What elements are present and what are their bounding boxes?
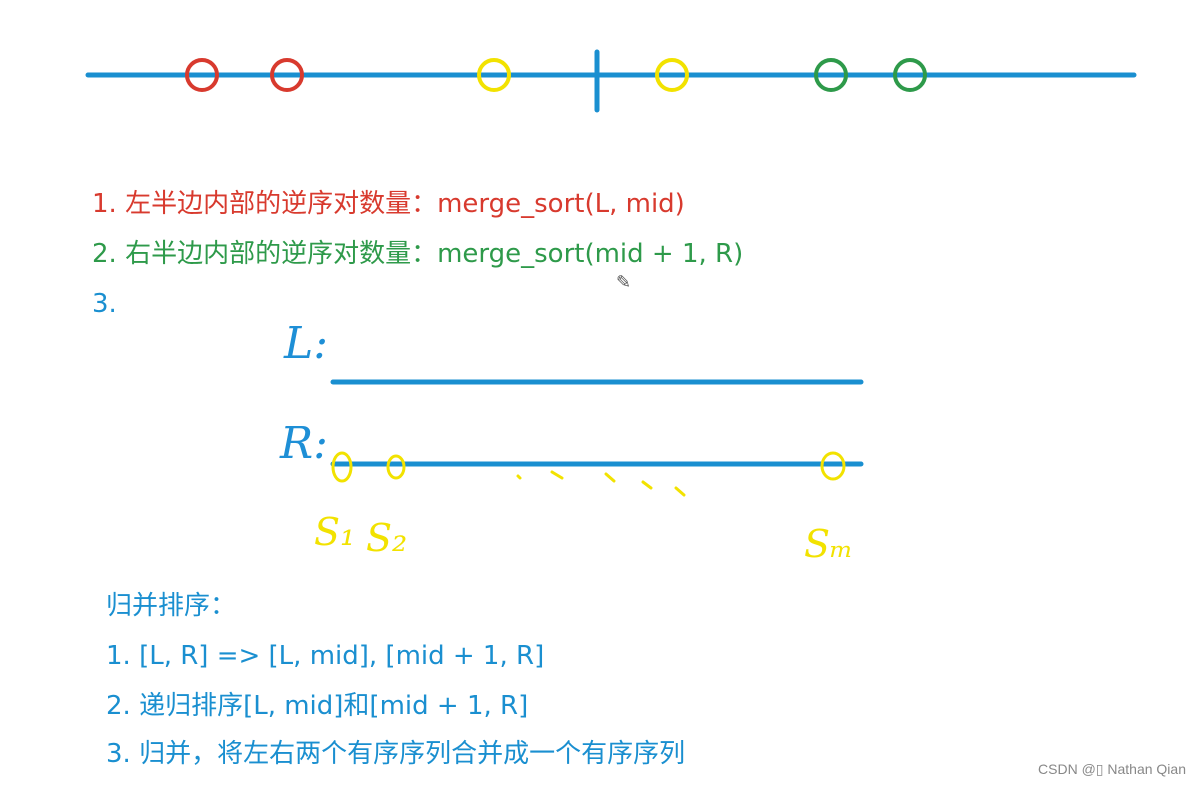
r-element-s1-circle bbox=[331, 451, 353, 483]
item-left-inversions: 1. 左半边内部的逆序对数量：merge_sort(L, mid) bbox=[92, 189, 685, 219]
pencil-cursor-icon: ✎ bbox=[616, 272, 632, 293]
merge-sort-heading: 归并排序： bbox=[106, 591, 237, 621]
r-label: R: bbox=[280, 418, 328, 469]
merge-sort-step-2: 2. 递归排序[L, mid]和[mid + 1, R] bbox=[106, 691, 529, 721]
yellow-circle-4 bbox=[655, 58, 689, 92]
l-label: L: bbox=[284, 318, 329, 369]
r-element-sm-circle bbox=[820, 451, 846, 481]
item-right-inversions: 2. 右半边内部的逆序对数量：merge_sort(mid + 1, R) bbox=[92, 239, 744, 269]
continuation-dashes bbox=[516, 470, 686, 497]
s1-label: S₁ bbox=[314, 510, 356, 554]
green-circle-6 bbox=[893, 58, 927, 92]
merge-sort-step-1: 1. [L, R] => [L, mid], [mid + 1, R] bbox=[106, 641, 545, 671]
merge-sort-step-3: 3. 归并，将左右两个有序序列合并成一个有序序列 bbox=[106, 739, 686, 769]
number-line-circles bbox=[185, 58, 927, 92]
item-three: 3. bbox=[92, 289, 117, 319]
red-circle-2 bbox=[270, 58, 304, 92]
sm-label: Sₘ bbox=[804, 522, 854, 566]
csdn-watermark: CSDN @▯ Nathan Qian bbox=[1038, 761, 1186, 777]
yellow-circle-3 bbox=[477, 58, 511, 92]
s2-label: S₂ bbox=[366, 516, 408, 560]
green-circle-5 bbox=[814, 58, 848, 92]
r-element-s2-circle bbox=[386, 454, 406, 480]
red-circle-1 bbox=[185, 58, 219, 92]
